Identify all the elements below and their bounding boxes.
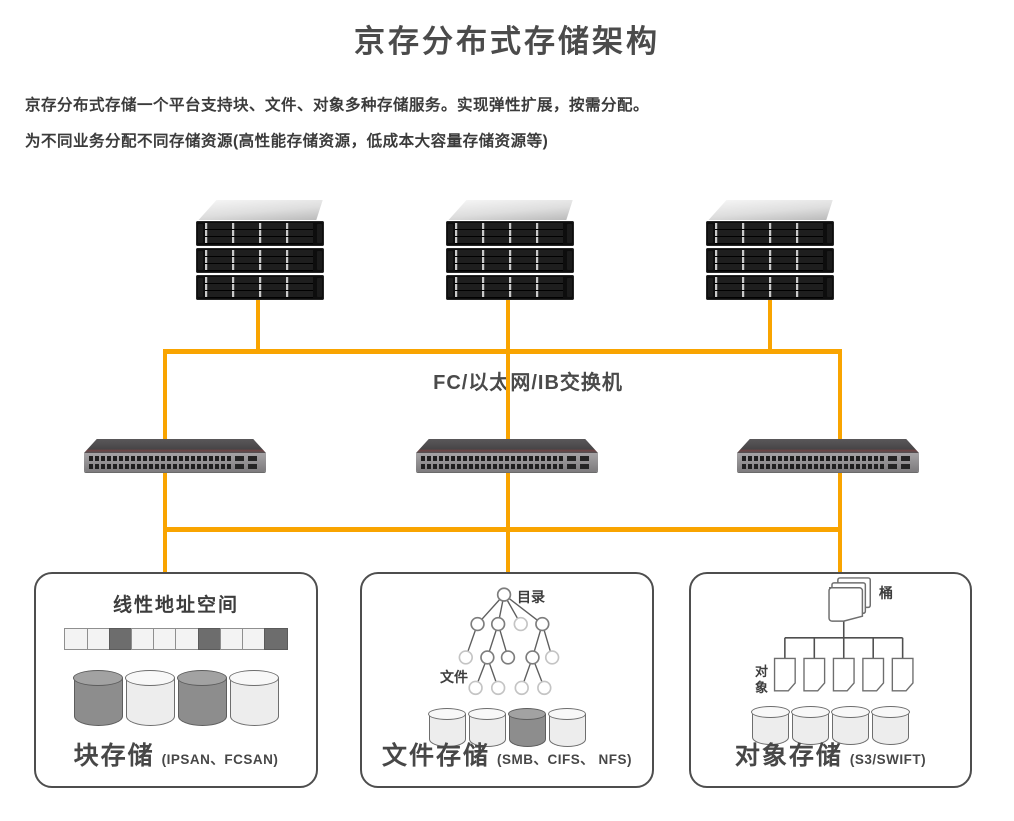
switch-ports	[737, 453, 919, 472]
upper-bus-line	[163, 349, 842, 354]
server-chassis	[706, 221, 834, 300]
disk-cylinder-dark	[507, 708, 547, 747]
server-chassis	[446, 221, 574, 300]
object-label: 对象	[754, 664, 768, 695]
tree-nodes-faded	[458, 616, 560, 696]
disk-cylinder-light	[467, 708, 507, 747]
server-unit	[446, 221, 574, 246]
tree-nodes	[470, 587, 550, 665]
bucket-label: 桶	[879, 585, 893, 601]
block-storage-box: 线性地址空间 块存储 (IPSAN、FCSAN)	[34, 572, 318, 788]
server-unit	[446, 275, 574, 300]
page-title: 京存分布式存储架构	[354, 24, 660, 59]
address-block-light	[131, 628, 155, 650]
box-caption: 文件存储 (SMB、CIFS、 NFS)	[362, 736, 652, 772]
network-switch-2	[416, 439, 598, 472]
switch-top	[84, 439, 266, 453]
address-block-light	[219, 628, 244, 650]
description-line-1: 京存分布式存储一个平台支持块、文件、对象多种存储服务。实现弹性扩展，按需分配。	[25, 97, 650, 114]
server-unit	[196, 248, 324, 273]
disk-row	[36, 670, 316, 726]
object-storage-protocols: (S3/SWIFT)	[849, 752, 927, 767]
file-storage-protocols: (SMB、CIFS、 NFS)	[497, 752, 632, 767]
lower-bus-line	[163, 527, 842, 532]
server-rack-3	[706, 200, 834, 300]
server-unit	[196, 221, 324, 246]
server3-drop-line	[768, 298, 772, 351]
file-storage-title: 文件存储	[381, 742, 490, 770]
address-block-light	[153, 628, 178, 650]
disk-cylinder-light	[751, 706, 790, 745]
disk-cylinder-light	[228, 670, 280, 726]
network-switch-1	[84, 439, 266, 472]
address-block-dark	[264, 628, 289, 650]
disk-cylinder-light	[547, 708, 587, 747]
disk-cylinder-light	[124, 670, 176, 726]
server-lid	[198, 200, 323, 220]
box-caption: 块存储 (IPSAN、FCSAN)	[36, 736, 316, 772]
server-lid	[708, 200, 833, 220]
linear-address-space-label: 线性地址空间	[112, 595, 239, 616]
box-caption: 对象存储 (S3/SWIFT)	[691, 736, 970, 772]
address-block-light	[242, 628, 266, 650]
server-unit	[706, 248, 834, 273]
switch-ports	[416, 453, 598, 472]
address-block-dark	[197, 628, 222, 650]
bucket-connectors	[784, 619, 904, 659]
disk-cylinder-light	[427, 708, 467, 747]
object-storage-title: 对象存储	[734, 742, 843, 770]
server-unit	[706, 275, 834, 300]
address-block-light	[175, 628, 200, 650]
directory-tree-illustration	[458, 587, 560, 696]
switch-top	[416, 439, 598, 453]
server-chassis	[196, 221, 324, 300]
block-storage-title: 块存储	[73, 742, 155, 770]
server-unit	[706, 221, 834, 246]
disk-cylinder-dark	[72, 670, 124, 726]
address-block-light	[86, 628, 111, 650]
file-storage-box: 目录 文件 文件存储 (SMB、CIFS、 NFS)	[360, 572, 654, 788]
directory-label: 目录	[517, 589, 545, 605]
switch-layer-label: FC/以太网/IB交换机	[433, 372, 623, 394]
disk-cylinder-dark	[176, 670, 228, 726]
server2-drop-line	[506, 298, 510, 351]
block-storage-protocols: (IPSAN、FCSAN)	[161, 752, 279, 767]
server-lid	[448, 200, 573, 220]
description-line-2: 为不同业务分配不同存储资源(高性能存储资源，低成本大容量存储资源等)	[25, 132, 549, 150]
description: 京存分布式存储一个平台支持块、文件、对象多种存储服务。实现弹性扩展，按需分配。 …	[25, 98, 649, 169]
bucket-icon	[828, 577, 871, 622]
linear-address-strip	[64, 628, 289, 650]
server-rack-1	[196, 200, 324, 300]
switch-top	[737, 439, 919, 453]
disk-row	[691, 706, 970, 745]
server-unit	[196, 275, 324, 300]
server-rack-2	[446, 200, 574, 300]
disk-row	[362, 708, 652, 747]
object-storage-box: 桶 对象 对象存储 (S3/SWIFT)	[689, 572, 972, 788]
address-block-dark	[108, 628, 133, 650]
disk-cylinder-light	[871, 706, 910, 745]
network-switch-3	[737, 439, 919, 472]
server1-drop-line	[256, 298, 260, 351]
bucket-objects-illustration	[773, 577, 914, 692]
tree-edges	[465, 594, 553, 689]
switch-ports	[84, 453, 266, 472]
disk-cylinder-light	[831, 706, 870, 745]
file-label: 文件	[440, 669, 468, 685]
address-block-light	[64, 628, 89, 650]
object-items	[773, 657, 914, 692]
disk-cylinder-light	[791, 706, 830, 745]
server-unit	[446, 248, 574, 273]
